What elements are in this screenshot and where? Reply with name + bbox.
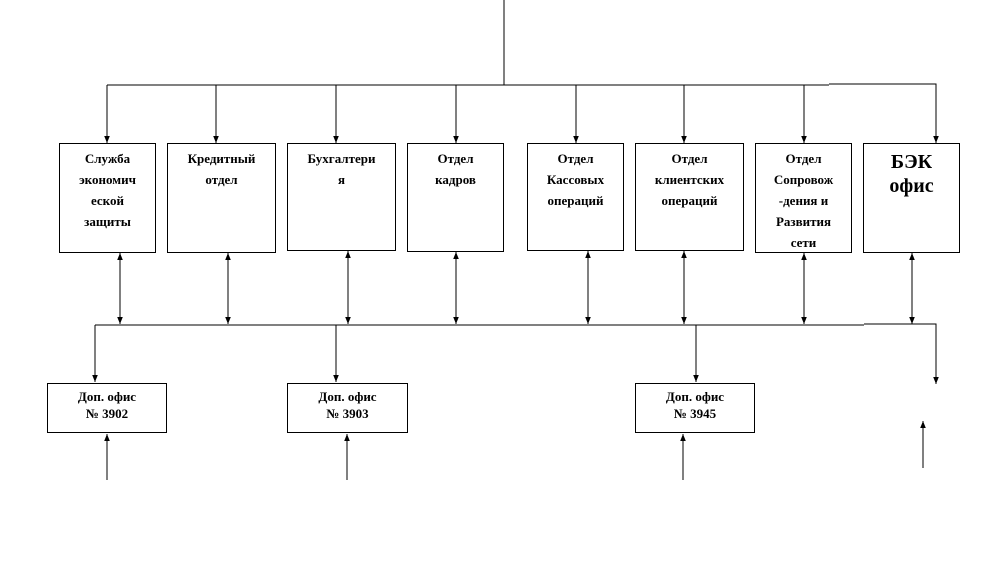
office-label: Доп. офис № 3945 [665, 389, 725, 421]
dept-label: Отдел клиентских операций [654, 151, 725, 208]
dept-box-economic-security: Служба экономич еской защиты [59, 143, 156, 253]
dept-label: Отдел кадров [435, 151, 476, 187]
dept-box-accounting: Бухгалтери я [287, 143, 396, 251]
office-label: Доп. офис № 3902 [77, 389, 137, 421]
top-bus-right-segment [829, 83, 939, 143]
office-label: Доп. офис № 3903 [318, 389, 377, 421]
dept-label: Кредитный отдел [187, 151, 256, 187]
office-box-3945: Доп. офис № 3945 [635, 383, 755, 433]
dept-label: Служба экономич еской защиты [79, 151, 136, 229]
dept-box-credit: Кредитный отдел [167, 143, 276, 253]
office-box-3902: Доп. офис № 3902 [47, 383, 167, 433]
dept-box-cash-operations: Отдел Кассовых операций [527, 143, 624, 251]
dept-box-client-operations: Отдел клиентских операций [635, 143, 744, 251]
lower-bus-right-segment [864, 323, 939, 384]
dept-box-back-office: БЭК офис [863, 143, 960, 253]
dept-box-network-support: Отдел Сопровож -дения и Развития сети [755, 143, 852, 253]
dept-label: БЭК офис [889, 151, 934, 197]
dept-label: Отдел Сопровож -дения и Развития сети [773, 151, 834, 250]
office-box-3903: Доп. офис № 3903 [287, 383, 408, 433]
dept-label: Бухгалтери я [307, 151, 376, 187]
dept-label: Отдел Кассовых операций [546, 151, 605, 208]
dept-box-hr: Отдел кадров [407, 143, 504, 252]
